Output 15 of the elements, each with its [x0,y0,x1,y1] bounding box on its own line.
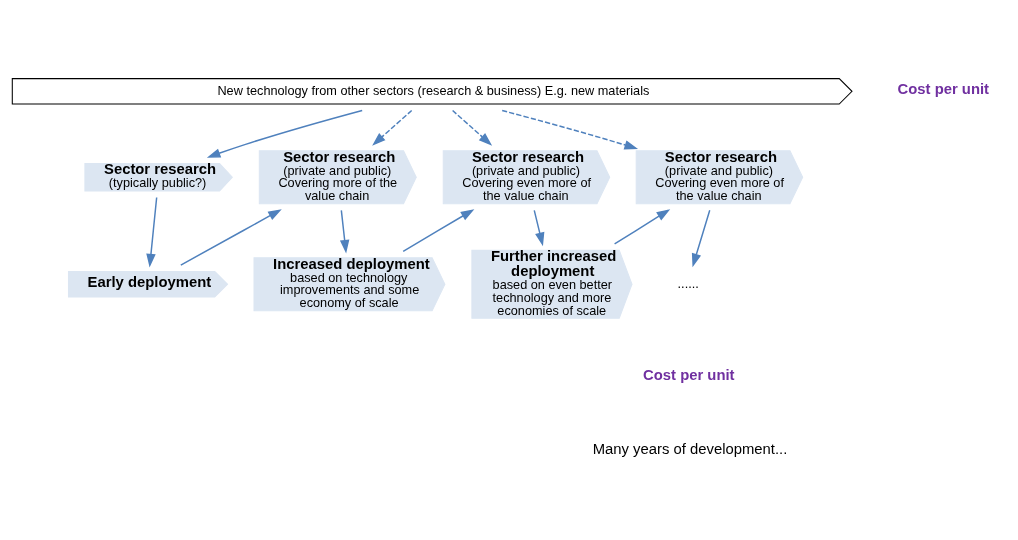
arrow [146,196,158,267]
arrow [533,209,545,246]
label: Many years of development... [592,440,788,457]
arrow [206,109,363,158]
arrow [613,208,671,245]
arrow [451,109,493,146]
arrow [372,109,413,146]
label: Cost per unit [897,80,990,97]
arrow [180,208,282,266]
arrow [402,208,475,252]
arrow [339,209,350,254]
arrow [501,109,638,149]
label: Cost per unit [643,366,735,383]
node-text: ...... [677,275,699,291]
arrow [691,209,711,267]
